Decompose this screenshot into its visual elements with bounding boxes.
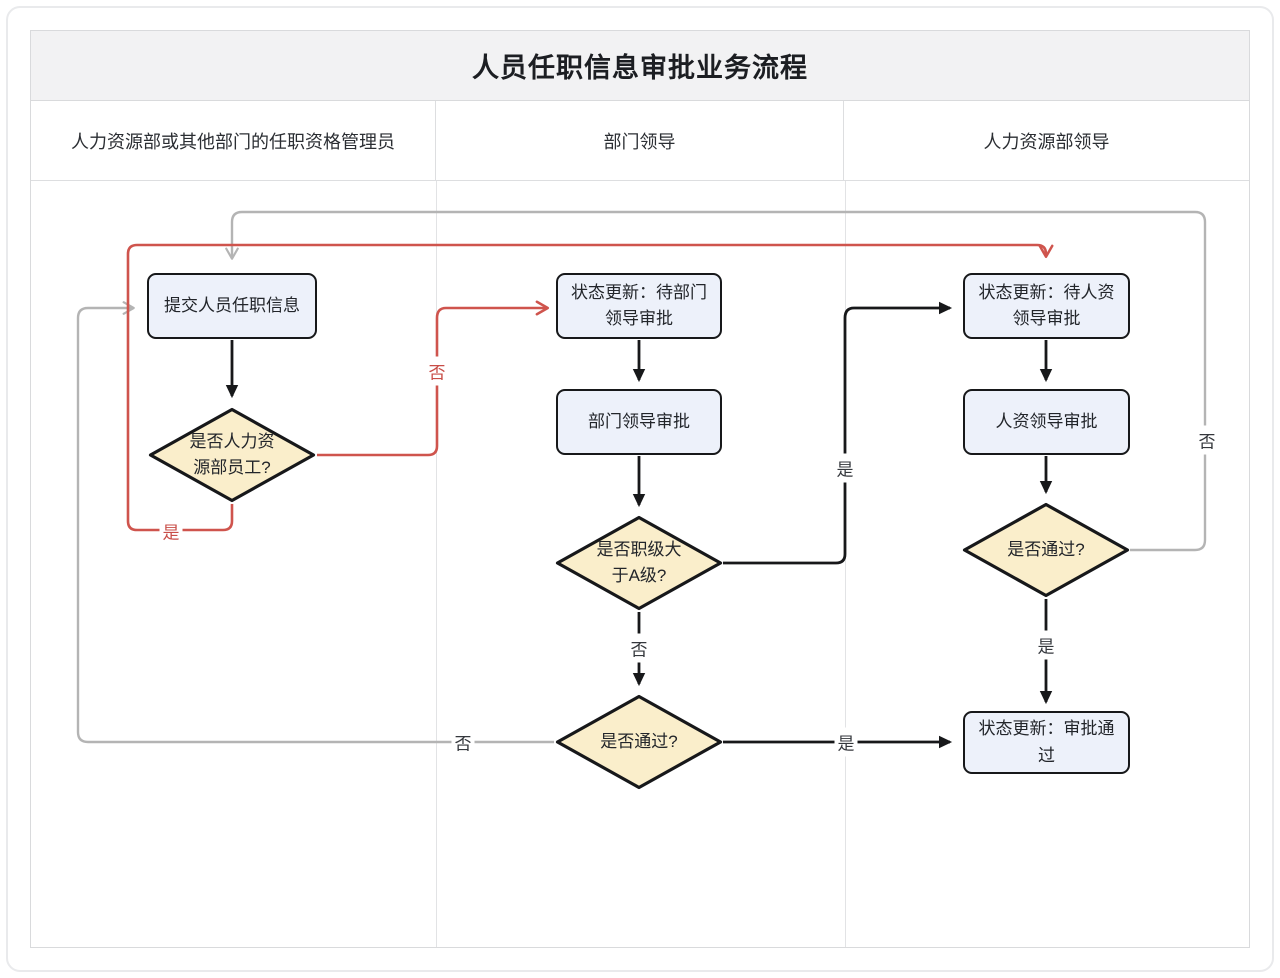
edge-label-yes-hr-pass: 是 <box>1034 630 1058 660</box>
edge-label-yes-rank: 是 <box>833 453 857 483</box>
node-hr-approve-label: 人资领导审批 <box>995 411 1098 431</box>
lane-header-hr-admin: 人力资源部或其他部门的任职资格管理员 <box>31 101 436 180</box>
edge-label-no-rank: 否 <box>627 633 651 663</box>
node-dept-pass-label: 是否通过? <box>600 731 678 751</box>
node-dept-approve: 部门领导审批 <box>556 389 722 455</box>
node-submit: 提交人员任职信息 <box>147 273 317 339</box>
node-dept-approve-label: 部门领导审批 <box>588 411 690 431</box>
node-final-label: 状态更新：审批通过 <box>978 719 1115 765</box>
edge-label-yes-hr-employee: 是 <box>159 516 183 546</box>
diamond-shape <box>148 407 316 503</box>
diamond-shape <box>555 515 723 611</box>
node-status-dept-label: 状态更新：待部门领导审批 <box>571 282 707 328</box>
node-final: 状态更新：审批通过 <box>963 711 1130 774</box>
node-dept-pass: 是否通过? <box>555 694 723 790</box>
node-status-hr: 状态更新：待人资领导审批 <box>963 273 1130 339</box>
edge-label-yes-dept-pass: 是 <box>834 727 858 757</box>
edge-label-no-hr-employee: 否 <box>425 356 449 386</box>
diagram-title: 人员任职信息审批业务流程 <box>31 31 1249 101</box>
lane-header-dept-leader: 部门领导 <box>436 101 844 180</box>
node-status-dept: 状态更新：待部门领导审批 <box>556 273 722 339</box>
node-hr-pass-label: 是否通过? <box>1007 539 1085 559</box>
node-is-hr-employee-label: 是否人力资源部员工? <box>189 431 275 477</box>
node-submit-label: 提交人员任职信息 <box>164 295 300 315</box>
diamond-shape <box>962 502 1130 598</box>
edge-label-no-hr-pass: 否 <box>1195 425 1219 455</box>
lane-header-row: 人力资源部或其他部门的任职资格管理员 部门领导 人力资源部领导 <box>31 101 1249 181</box>
node-is-above-a-label: 是否职级大于A级? <box>596 539 682 585</box>
node-hr-approve: 人资领导审批 <box>963 389 1130 455</box>
node-is-above-a: 是否职级大于A级? <box>555 515 723 611</box>
node-is-hr-employee: 是否人力资源部员工? <box>148 407 316 503</box>
edge-label-no-dept-pass: 否 <box>451 727 475 757</box>
lane-header-hr-leader: 人力资源部领导 <box>983 131 1110 152</box>
diamond-shape <box>555 694 723 790</box>
node-status-hr-label: 状态更新：待人资领导审批 <box>978 282 1115 328</box>
node-hr-pass: 是否通过? <box>962 502 1130 598</box>
